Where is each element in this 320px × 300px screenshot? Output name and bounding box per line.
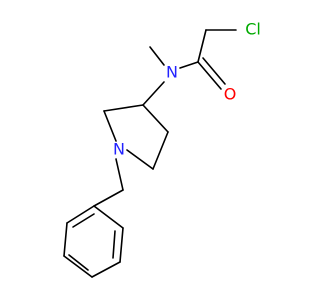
bond-phenyl-2 <box>119 227 124 263</box>
molecule-structure: N O Cl N <box>63 20 261 278</box>
bond-phenyl-4 <box>63 255 93 278</box>
bond-carbonyl-ch2 <box>197 29 207 63</box>
atom-label-cl: Cl <box>245 20 261 39</box>
bonds <box>63 29 237 278</box>
bond-carbonyl-o-2 <box>202 57 226 85</box>
bond-ring-c2-n1 <box>103 110 117 142</box>
bond-phenyl-5 <box>63 222 68 257</box>
bond-ring-c4-c3 <box>142 104 169 133</box>
bond-n-ring-c3 <box>142 81 165 106</box>
bond-n-carbonyl <box>179 61 199 69</box>
bond-ring-c3-c2 <box>103 104 144 112</box>
bond-phenyl-6 <box>66 205 95 224</box>
bond-phenyl-inner-2 <box>68 254 89 271</box>
bond-ring-n1-c5 <box>126 149 154 170</box>
bond-n1-benzyl-ch2 <box>115 158 124 191</box>
bond-phenyl-inner-1 <box>112 230 116 259</box>
atom-labels: N O Cl N <box>113 20 261 159</box>
bond-phenyl-3 <box>91 261 121 278</box>
bond-ring-c5-c4 <box>152 131 169 170</box>
bond-carbonyl-o-1 <box>197 61 222 90</box>
bond-benzyl-phenyl <box>93 189 124 207</box>
atom-label-n-amide: N <box>166 63 178 82</box>
bond-phenyl-inner-3 <box>72 213 95 228</box>
atom-label-n-ring: N <box>113 140 125 159</box>
bond-phenyl-1 <box>93 205 124 229</box>
atom-label-o: O <box>224 85 237 104</box>
bond-n-methyl <box>149 46 165 66</box>
